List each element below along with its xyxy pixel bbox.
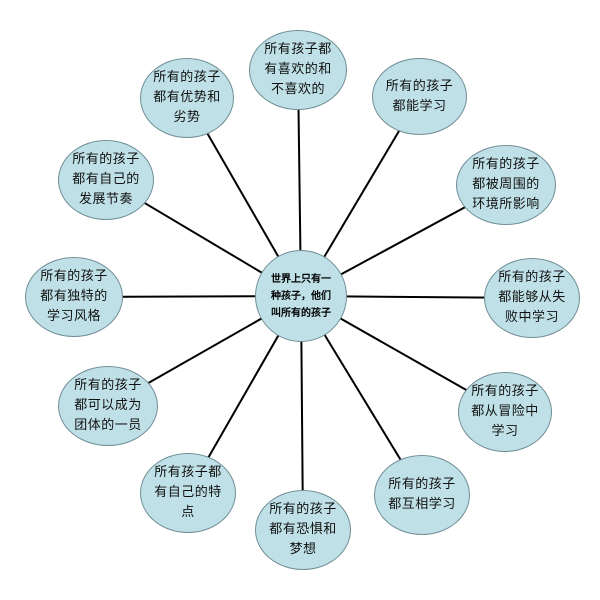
node-fears-dreams: 所有的孩子 都有恐惧和 梦想: [255, 490, 351, 570]
node-label: 所有的孩子 都能学习: [385, 78, 454, 114]
node-learn-from-failure: 所有的孩子 都能够从失 败中学习: [484, 258, 580, 338]
node-label: 所有的孩子 都有恐惧和 梦想: [269, 502, 337, 557]
node-learn-from-adventure: 所有的孩子 都从冒险中 学习: [458, 372, 552, 452]
node-development-pace: 所有的孩子 都有自己的 发展节奏: [58, 140, 154, 220]
center-node: 世界上只有一 种孩子，他们 叫所有的孩子: [255, 250, 347, 342]
node-label: 所有孩子都 有自己的特 点: [154, 465, 222, 520]
node-label: 所有的孩子 都被周围的 环境所影响: [472, 157, 540, 212]
node-label: 所有的孩子 都从冒险中 学习: [471, 384, 539, 439]
node-label: 所有的孩子 都可以成为 团体的一员: [74, 378, 142, 433]
node-label: 所有的孩子 都互相学习: [388, 477, 456, 512]
node-environment: 所有的孩子 都被周围的 环境所影响: [456, 145, 556, 225]
node-learn-from-each-other: 所有的孩子 都互相学习: [374, 455, 470, 535]
node-label: 所有的孩子 都有自己的 发展节奏: [72, 152, 140, 207]
node-strengths-weaknesses: 所有的孩子 都有优势和 劣势: [140, 58, 234, 138]
node-label: 所有孩子都 有喜欢的和 不喜欢的: [264, 42, 332, 97]
node-label: 所有的孩子 都能够从失 败中学习: [498, 270, 566, 325]
node-group-member: 所有的孩子 都可以成为 团体的一员: [58, 366, 158, 446]
node-likes-dislikes: 所有孩子都 有喜欢的和 不喜欢的: [249, 30, 347, 110]
node-own-traits: 所有孩子都 有自己的特 点: [140, 453, 236, 533]
node-learning-style: 所有的孩子 都有独特的 学习风格: [25, 257, 123, 337]
center-label: 世界上只有一 种孩子，他们 叫所有的孩子: [271, 273, 331, 319]
node-label: 所有的孩子 都有优势和 劣势: [153, 70, 221, 125]
node-label: 所有的孩子 都有独特的 学习风格: [40, 269, 108, 324]
node-can-learn: 所有的孩子 都能学习: [372, 58, 467, 135]
